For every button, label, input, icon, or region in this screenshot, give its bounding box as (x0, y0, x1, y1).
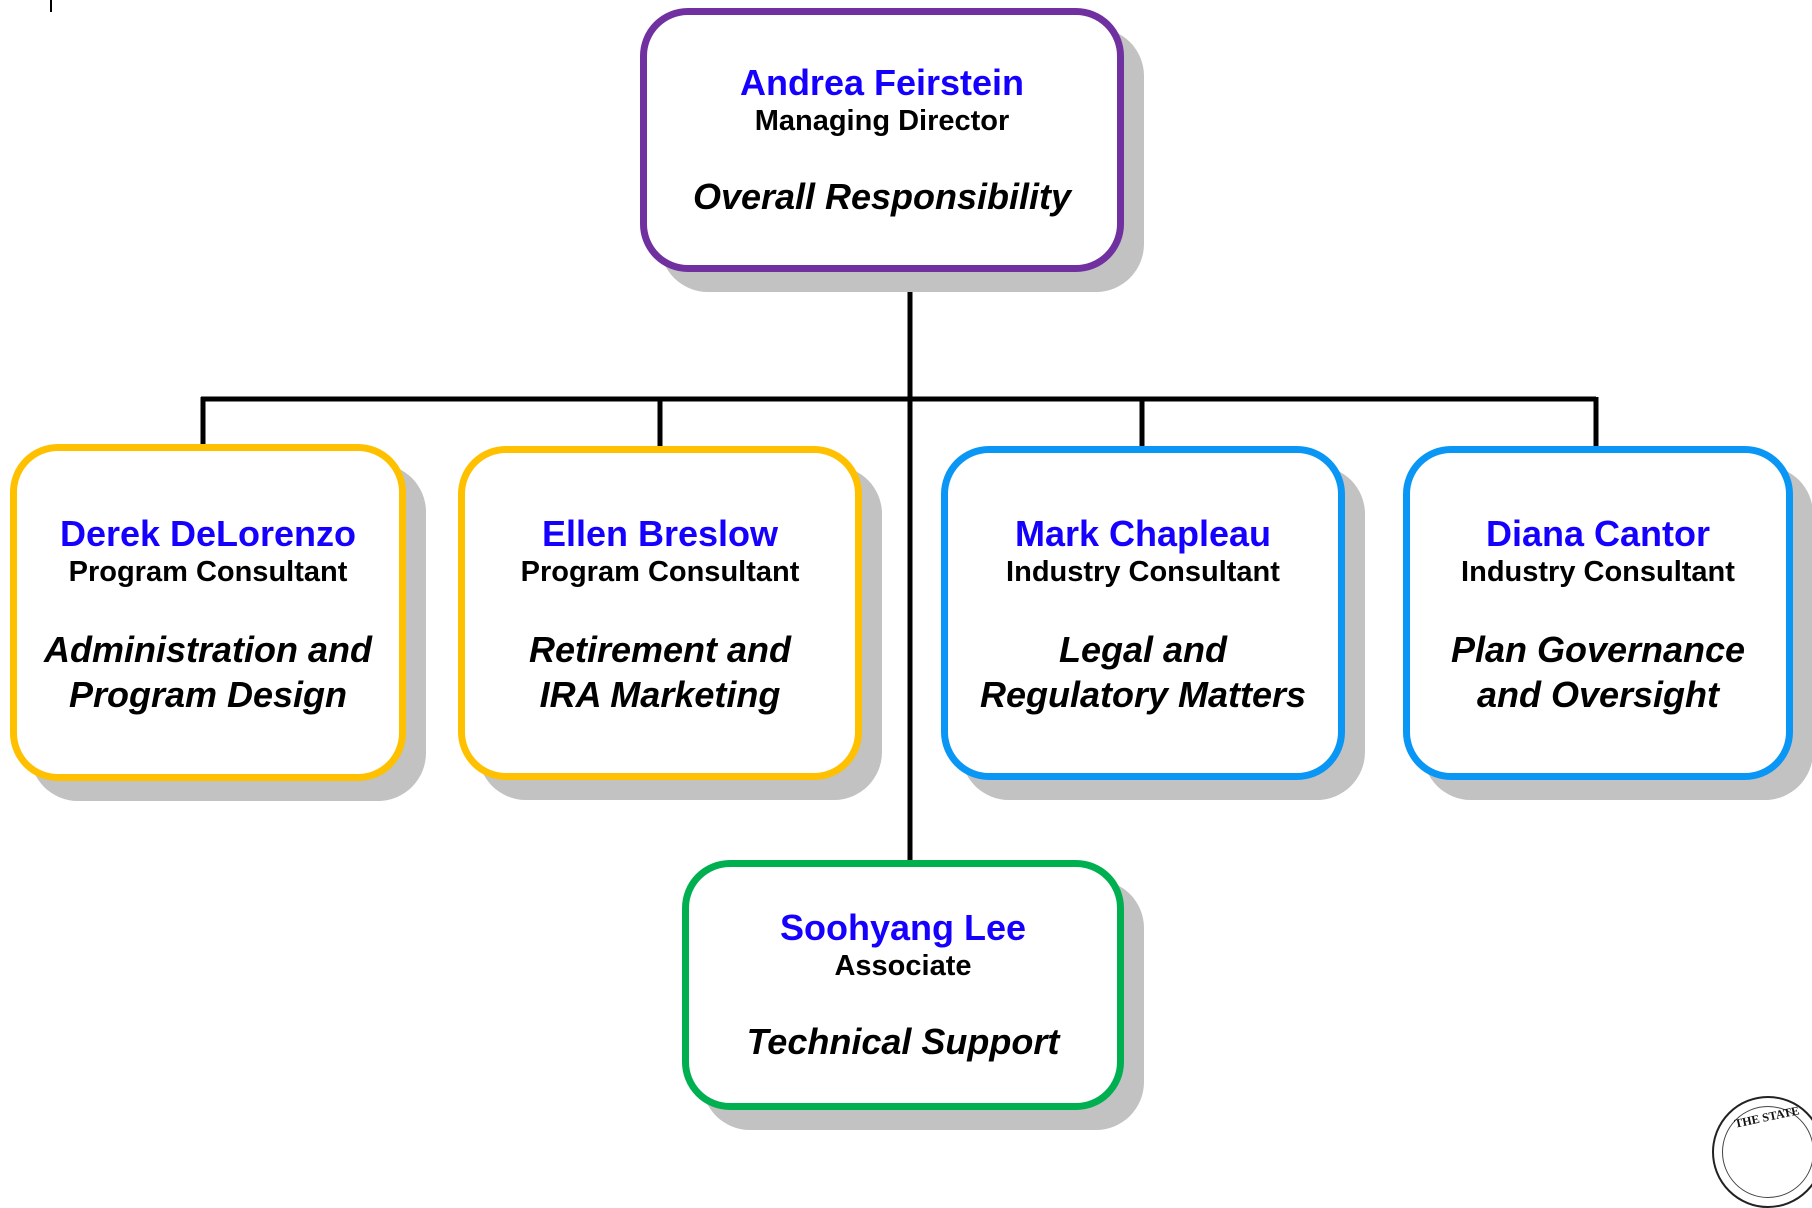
responsibility-line: Retirement and (528, 629, 792, 670)
corner-tick-mark (50, 0, 52, 12)
person-name: Mark Chapleau (1014, 513, 1272, 554)
person-title: Program Consultant (520, 556, 800, 588)
card-soohyang-lee: Soohyang Lee Associate Technical Support (682, 860, 1124, 1110)
card-mark-chapleau: Mark Chapleau Industry Consultant Legal … (941, 446, 1345, 780)
person-responsibility: Administration and Program Design (17, 627, 399, 717)
card-derek-delorenzo: Derek DeLorenzo Program Consultant Admin… (10, 444, 406, 781)
card-managing-director: Andrea Feirstein Managing Director Overa… (640, 8, 1124, 272)
state-seal-logo: THE STATE (1712, 1096, 1812, 1208)
person-responsibility: Technical Support (746, 1021, 1060, 1062)
responsibility-line: Program Design (68, 674, 348, 715)
person-title: Industry Consultant (1461, 556, 1735, 588)
person-title: Industry Consultant (1006, 556, 1280, 588)
person-name: Ellen Breslow (541, 513, 779, 554)
person-name: Andrea Feirstein (739, 62, 1025, 103)
responsibility-line: Legal and (1058, 629, 1228, 670)
person-title: Managing Director (754, 105, 1010, 137)
card-ellen-breslow: Ellen Breslow Program Consultant Retirem… (458, 446, 862, 780)
person-responsibility: Overall Responsibility (692, 176, 1072, 217)
responsibility-line: IRA Marketing (539, 674, 781, 715)
responsibility-line: Plan Governance (1450, 629, 1746, 670)
org-chart-connectors (200, 272, 1599, 860)
person-name: Soohyang Lee (779, 907, 1027, 948)
person-responsibility: Retirement and IRA Marketing (465, 627, 855, 717)
person-name: Diana Cantor (1485, 513, 1711, 554)
responsibility-line: Regulatory Matters (979, 674, 1307, 715)
person-title: Associate (834, 950, 972, 982)
person-title: Program Consultant (68, 556, 348, 588)
responsibility-line: and Oversight (1476, 674, 1720, 715)
person-name: Derek DeLorenzo (59, 513, 357, 554)
person-responsibility: Plan Governance and Oversight (1410, 627, 1786, 717)
card-diana-cantor: Diana Cantor Industry Consultant Plan Go… (1403, 446, 1793, 780)
responsibility-line: Administration and (43, 629, 372, 670)
person-responsibility: Legal and Regulatory Matters (948, 627, 1338, 717)
